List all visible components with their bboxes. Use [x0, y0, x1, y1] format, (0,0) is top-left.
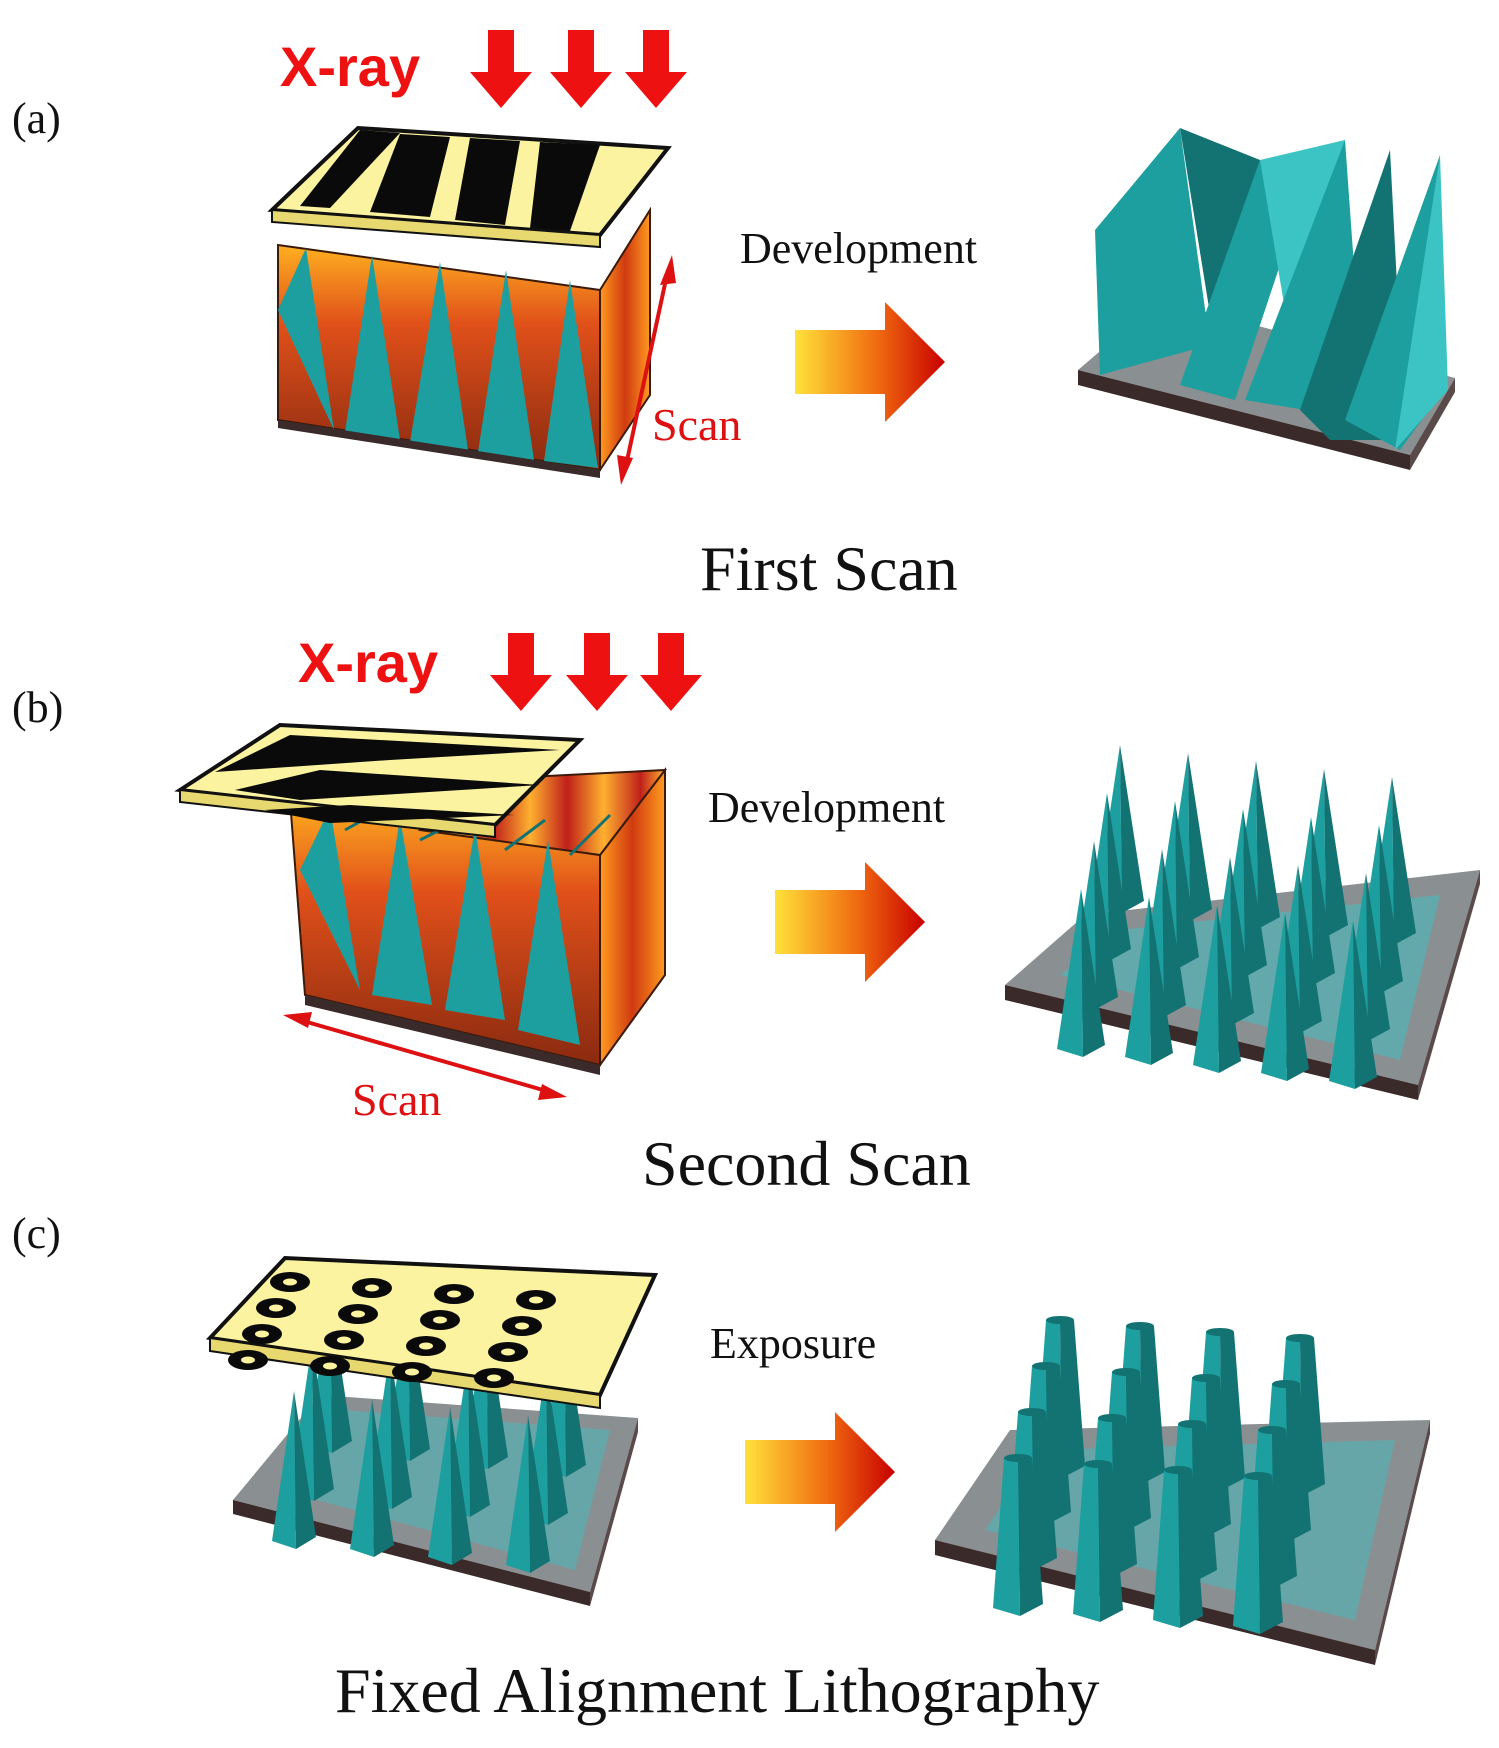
step-label-c: Exposure — [710, 1319, 876, 1368]
caption-c: Fixed Alignment Lithography — [335, 1655, 1099, 1726]
panel-a: (a) X-ray — [12, 30, 1455, 604]
pyramid-spike — [506, 1415, 530, 1573]
pyramid-spike — [350, 1399, 374, 1557]
mask-a — [267, 125, 672, 249]
cone-pillar — [1073, 1464, 1100, 1622]
result-structure-a — [1078, 128, 1455, 470]
process-arrow-icon — [745, 1412, 895, 1532]
down-arrow-icon — [490, 633, 702, 711]
pyramid-spike — [1193, 905, 1219, 1073]
mask-c — [205, 1255, 659, 1410]
pyramid-spike — [272, 1391, 296, 1549]
result-structure-b — [1005, 745, 1480, 1100]
double-headed-arrow-icon — [617, 255, 676, 485]
panel-label-b: (b) — [12, 683, 63, 732]
process-arrow-icon — [775, 862, 925, 982]
step-label-b: Development — [708, 783, 945, 832]
result-structure-c — [935, 1316, 1430, 1665]
caption-b: Second Scan — [642, 1128, 971, 1199]
caption-a: First Scan — [700, 533, 958, 604]
panel-label-c: (c) — [12, 1209, 61, 1258]
pyramid-spike — [1329, 921, 1355, 1089]
xray-label-a: X-ray — [280, 35, 420, 98]
resist-block-a — [277, 206, 651, 478]
panel-c: (c) Exposure Fixed Alignment Lithography — [12, 1209, 1430, 1726]
panel-label-a: (a) — [12, 94, 61, 143]
pyramid-spike — [428, 1407, 452, 1565]
scan-label-b: Scan — [352, 1074, 441, 1125]
step-label-a: Development — [740, 224, 977, 273]
process-arrow-icon — [795, 302, 945, 422]
panel-b: (b) X-ray — [12, 631, 1480, 1199]
double-headed-arrow-icon — [283, 1012, 567, 1100]
pyramid-spike — [1057, 889, 1083, 1057]
pyramid-spike — [1261, 913, 1287, 1081]
mask-b — [174, 722, 585, 839]
xray-label-b: X-ray — [298, 631, 438, 694]
pyramid-spike — [1125, 897, 1151, 1065]
scan-label-a: Scan — [652, 399, 741, 450]
down-arrow-icon — [470, 30, 687, 108]
cone-pillar — [1233, 1476, 1260, 1634]
cone-pillar — [1153, 1470, 1180, 1628]
cone-pillar — [993, 1458, 1020, 1616]
